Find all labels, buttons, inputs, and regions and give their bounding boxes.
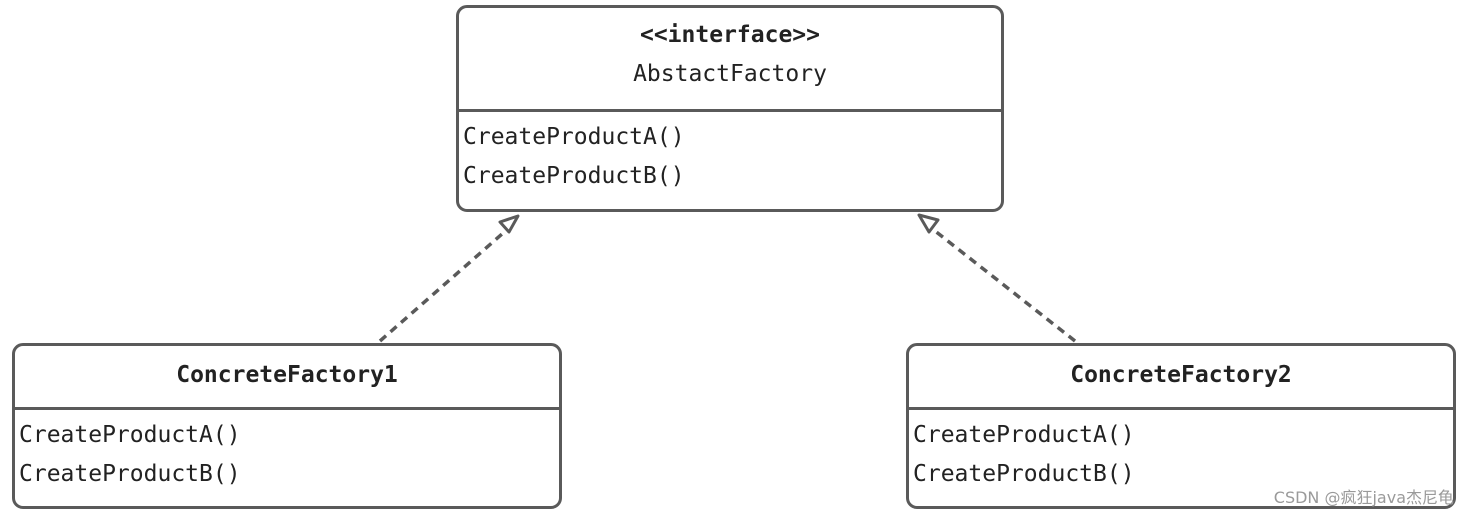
- interface-methods: CreateProductA() CreateProductB(): [459, 112, 1001, 196]
- class-methods: CreateProductA() CreateProductB(): [15, 410, 559, 494]
- class-name: ConcreteFactory2: [1070, 362, 1292, 388]
- hollow-arrowhead-cf2: [917, 213, 940, 234]
- realization-arrow-cf2: [917, 213, 1077, 343]
- dashed-line-cf2: [928, 225, 1077, 343]
- class-concrete-factory-2[interactable]: ConcreteFactory2 CreateProductA() Create…: [906, 343, 1456, 509]
- class-methods: CreateProductA() CreateProductB(): [909, 410, 1453, 494]
- method-create-product-a: CreateProductA(): [913, 422, 1135, 448]
- class-concrete-factory-1[interactable]: ConcreteFactory1 CreateProductA() Create…: [12, 343, 562, 509]
- hollow-arrowhead-cf1: [498, 214, 520, 234]
- method-create-product-b: CreateProductB(): [913, 461, 1135, 487]
- interface-name: AbstactFactory: [633, 61, 827, 87]
- method-create-product-b: CreateProductB(): [463, 163, 685, 189]
- class-header: ConcreteFactory1: [15, 346, 559, 410]
- class-name: ConcreteFactory1: [176, 362, 398, 388]
- interface-abstract-factory[interactable]: <<interface>> AbstactFactory CreateProdu…: [456, 5, 1004, 212]
- interface-header: <<interface>> AbstactFactory: [459, 8, 1001, 112]
- method-create-product-a: CreateProductA(): [19, 422, 241, 448]
- method-create-product-a: CreateProductA(): [463, 124, 685, 150]
- watermark: CSDN @疯狂java杰尼龟: [1273, 488, 1454, 507]
- class-header: ConcreteFactory2: [909, 346, 1453, 410]
- dashed-line-cf1: [378, 225, 512, 343]
- method-create-product-b: CreateProductB(): [19, 461, 241, 487]
- interface-stereotype: <<interface>>: [639, 22, 820, 48]
- realization-arrow-cf1: [378, 214, 520, 343]
